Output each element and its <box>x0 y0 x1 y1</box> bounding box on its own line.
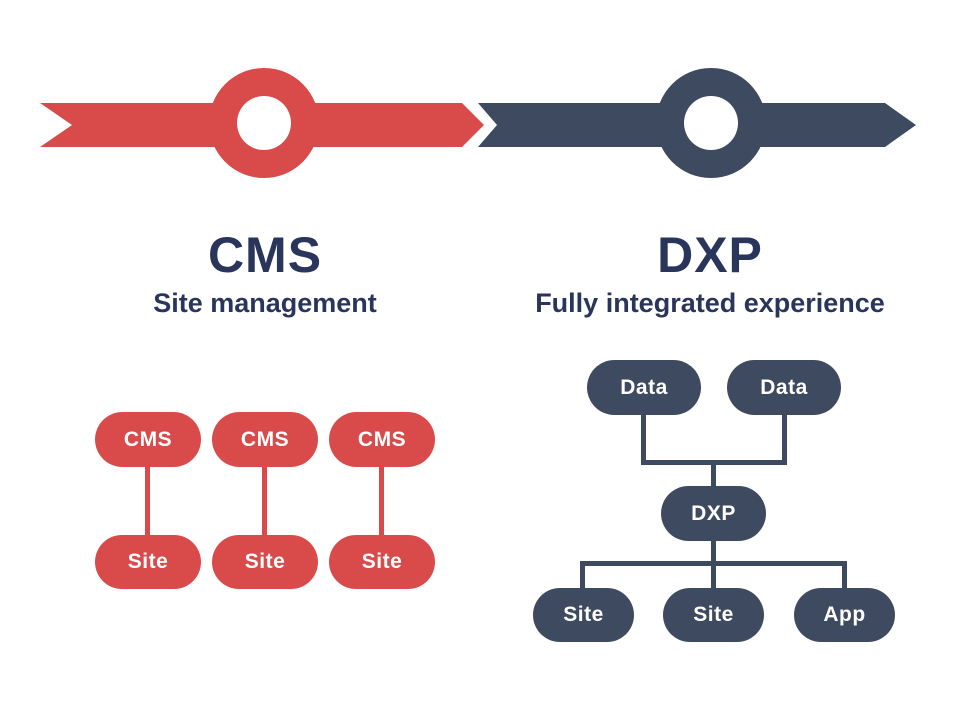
dxp-title: DXP <box>657 227 763 283</box>
dxp-subtitle: Fully integrated experience <box>535 288 885 318</box>
navy-donut-hole <box>684 96 738 150</box>
data-pill-1: Data <box>587 360 701 415</box>
cms-connector-1 <box>145 466 150 536</box>
join-to-dxp-line <box>711 460 716 488</box>
dxp-pill: DXP <box>661 486 766 541</box>
site-pill-2: Site <box>212 535 318 589</box>
timeline-arrow-banner <box>40 68 916 178</box>
data-pill-2: Data <box>727 360 841 415</box>
data2-drop-line <box>782 414 787 465</box>
cms-heading-block: CMS Site management <box>60 229 470 319</box>
dxp-site-pill-2: Site <box>663 588 764 642</box>
cms-connector-3 <box>379 466 384 536</box>
cms-pill-2: CMS <box>212 412 318 467</box>
cms-pill-3: CMS <box>329 412 435 467</box>
dxp-heading-block: DXP Fully integrated experience <box>505 229 915 319</box>
data1-drop-line <box>641 414 646 465</box>
cms-pill-1: CMS <box>95 412 201 467</box>
dxp-app-pill: App <box>794 588 895 642</box>
site-pill-1: Site <box>95 535 201 589</box>
dxp-site-pill-1: Site <box>533 588 634 642</box>
red-donut-hole <box>237 96 291 150</box>
cms-connector-2 <box>262 466 267 536</box>
cms-title: CMS <box>207 227 323 283</box>
spread-to-site2-line <box>711 561 716 590</box>
cms-subtitle: Site management <box>153 288 377 318</box>
spread-to-app-line <box>842 561 847 590</box>
site-pill-3: Site <box>329 535 435 589</box>
dxp-drop-line <box>711 538 716 566</box>
spread-to-site1-line <box>580 561 585 590</box>
